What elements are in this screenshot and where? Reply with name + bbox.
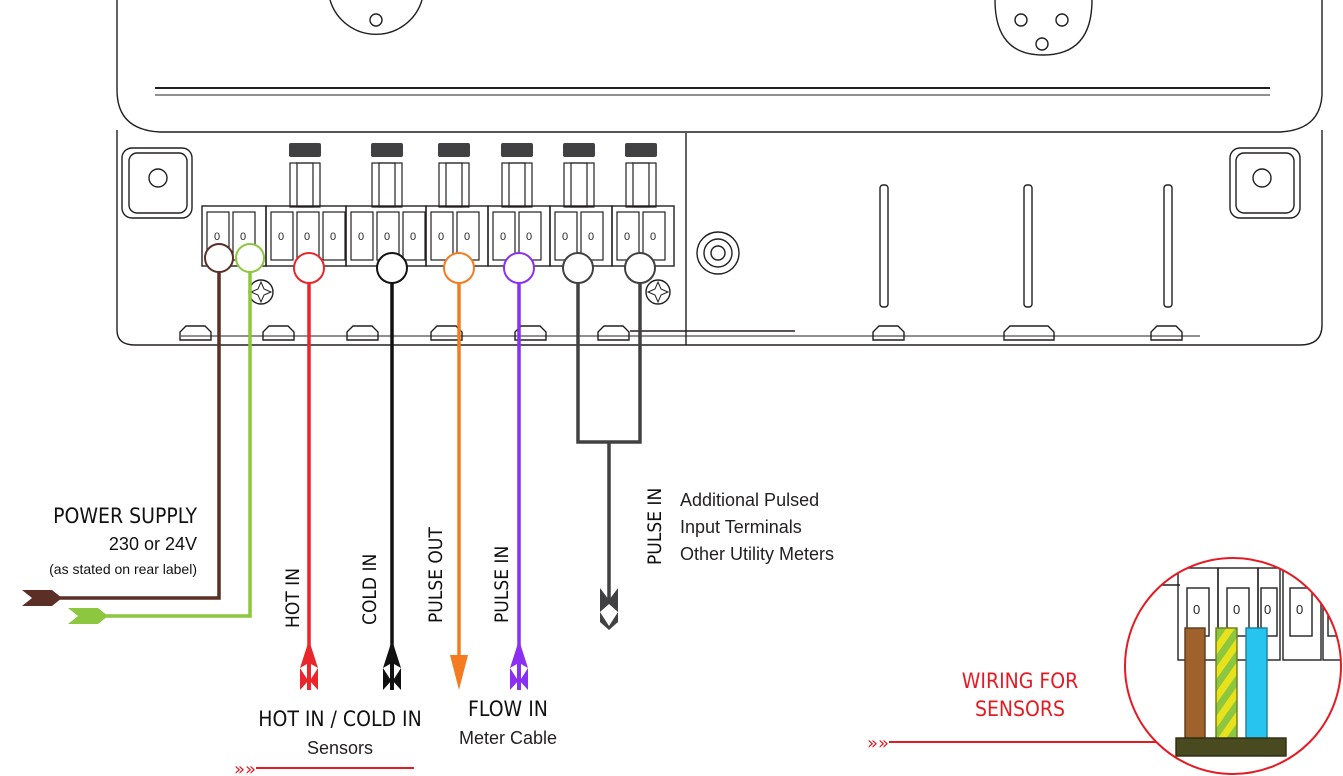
terminal-mark: 0 <box>384 231 390 243</box>
terminal-slot <box>580 211 604 261</box>
fuse-caps <box>289 143 657 157</box>
wire-power-brown <box>50 268 221 600</box>
terminal-mark: 0 <box>438 231 444 243</box>
svg-text:0: 0 <box>1264 602 1271 617</box>
wire-power-green <box>95 268 252 618</box>
terminal-slot <box>270 211 294 261</box>
svg-text:0: 0 <box>1193 602 1200 617</box>
terminal-mark: 0 <box>500 231 506 243</box>
terminal-mark: 0 <box>240 231 246 243</box>
arrow-green <box>68 608 108 624</box>
hot-in-label: HOT IN <box>282 568 304 628</box>
terminal-slot <box>642 211 666 261</box>
labels: POWER SUPPLY 230 or 24V (as stated on re… <box>49 488 1078 758</box>
terminal-mark: 0 <box>358 231 364 243</box>
pointer-glyph-right: »» <box>867 733 889 754</box>
pulse-out-label: PULSE OUT <box>425 527 447 623</box>
terminal-block: 0 0 0 0 0 0 0 0 0 0 0 0 0 0 0 0 <box>206 211 666 261</box>
sensor-wiring-zoom: 0 0 0 0 0 <box>1124 557 1342 775</box>
wiring-label-1: WIRING FOR <box>962 669 1079 693</box>
additional-line-2: Input Terminals <box>680 517 802 537</box>
terminal-slot <box>350 211 374 261</box>
power-voltage-label: 230 or 24V <box>109 534 197 554</box>
terminal-mark: 0 <box>410 231 416 243</box>
terminal-mark: 0 <box>624 231 630 243</box>
pointer-lines: »» »» <box>234 733 1180 776</box>
terminal-mark: 0 <box>650 231 656 243</box>
arrow-grey <box>600 588 618 612</box>
arrow-red <box>300 640 318 690</box>
additional-line-1: Additional Pulsed <box>680 490 819 510</box>
hot-cold-sub: Sensors <box>307 738 373 758</box>
terminal-mark: 0 <box>464 231 470 243</box>
svg-text:0: 0 <box>1333 602 1340 617</box>
terminal-slot <box>430 211 454 261</box>
arrow-black <box>383 640 401 690</box>
wiring-label-2: SENSORS <box>975 697 1065 721</box>
sensor-wire-brown <box>1184 627 1206 744</box>
terminal-slot <box>322 211 346 261</box>
terminal-mark: 0 <box>214 231 220 243</box>
svg-text:0: 0 <box>1233 602 1240 617</box>
svg-text:0: 0 <box>1296 602 1303 617</box>
sensor-wire-yellow-green <box>1215 627 1238 744</box>
terminal-mark: 0 <box>588 231 594 243</box>
terminal-mark: 0 <box>562 231 568 243</box>
wire-end-circles <box>204 243 656 284</box>
pulse-in-extra-label: PULSE IN <box>644 488 666 565</box>
flow-in-sub: Meter Cable <box>459 728 557 748</box>
pointer-glyph-left: »» <box>234 759 256 776</box>
terminal-slot <box>492 211 516 261</box>
arrow-heads <box>22 588 618 690</box>
sensor-wire-cyan <box>1245 627 1268 744</box>
terminal-mark: 0 <box>278 231 284 243</box>
cold-in-label: COLD IN <box>359 554 381 625</box>
power-note-label: (as stated on rear label) <box>49 561 197 577</box>
arrow-brown <box>22 590 62 606</box>
wire-pulse-in-extra <box>576 282 642 444</box>
additional-line-3: Other Utility Meters <box>680 544 834 564</box>
arrow-purple <box>510 640 528 690</box>
pulse-in-label: PULSE IN <box>491 546 513 623</box>
power-supply-label: POWER SUPPLY <box>53 504 197 528</box>
controller-housing <box>116 0 1323 346</box>
wires <box>50 268 642 662</box>
arrow-orange <box>450 655 468 690</box>
hot-cold-title: HOT IN / COLD IN <box>258 707 422 731</box>
terminal-mark: 0 <box>304 231 310 243</box>
terminal-slot <box>402 211 426 261</box>
flow-in-title: FLOW IN <box>468 697 548 721</box>
terminal-mark: 0 <box>330 231 336 243</box>
terminal-mark: 0 <box>526 231 532 243</box>
